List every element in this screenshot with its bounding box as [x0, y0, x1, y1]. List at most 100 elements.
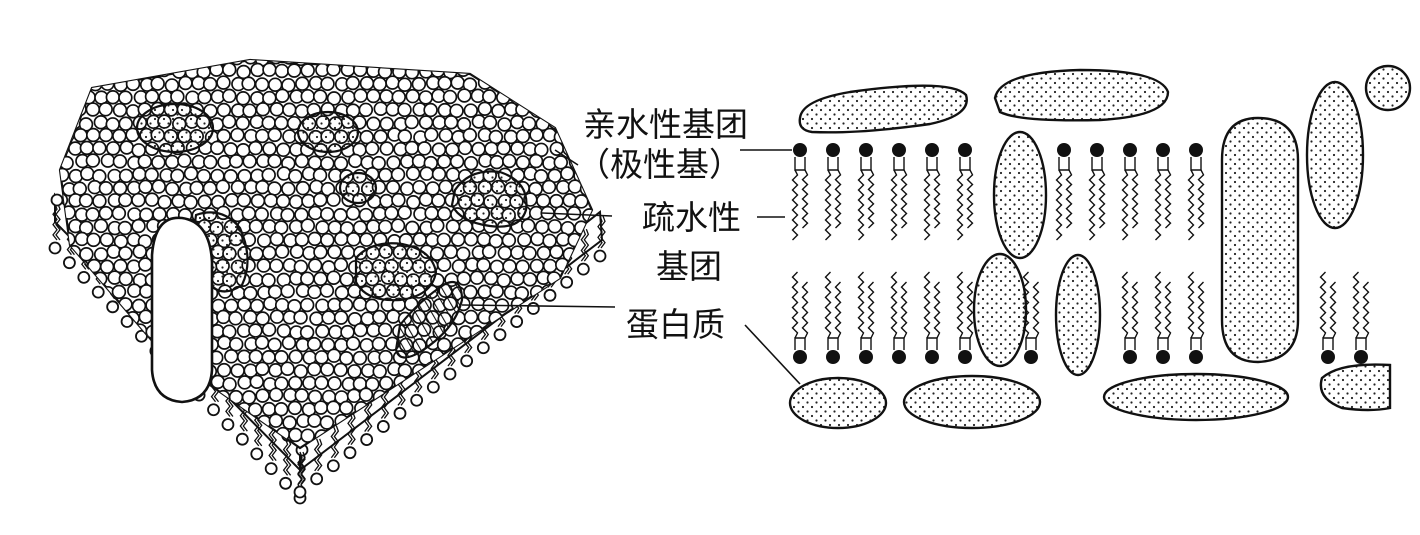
polar-head: [267, 153, 282, 169]
polar-head: [237, 297, 252, 312]
polar-head: [384, 60, 400, 65]
polar-head: [925, 350, 939, 364]
polar-head: [489, 154, 505, 170]
lipid-tail: [827, 157, 839, 171]
polar-head: [596, 391, 609, 404]
lipid-tail: [363, 399, 370, 432]
polar-head: [319, 415, 335, 430]
lipid-tail: [860, 337, 872, 350]
polar-head: [892, 143, 906, 157]
polar-head: [333, 156, 349, 171]
polar-head: [562, 64, 577, 79]
polar-head: [482, 115, 498, 130]
polar-head: [294, 388, 309, 403]
polar-head: [243, 286, 258, 301]
polar-head: [510, 245, 525, 260]
polar-head: [601, 65, 614, 78]
polar-head: [112, 415, 128, 430]
polar-head: [72, 284, 87, 299]
polar-head: [541, 337, 556, 353]
polar-head: [553, 309, 568, 325]
polar-head: [137, 154, 153, 169]
polar-head: [202, 60, 218, 66]
polar-head: [144, 428, 159, 443]
polar-head: [376, 420, 390, 433]
polar-head: [288, 169, 303, 184]
polar-head: [313, 244, 328, 260]
polar-head: [300, 218, 316, 233]
leader-line: [554, 149, 579, 166]
polar-head: [573, 375, 588, 391]
polar-head: [341, 90, 356, 105]
polar-head: [117, 220, 133, 236]
lipid-tail: [890, 169, 898, 241]
polar-head: [541, 311, 556, 327]
polar-head: [261, 273, 276, 288]
polar-head: [378, 167, 393, 183]
polar-head: [483, 270, 499, 286]
lipid-tail: [933, 169, 941, 229]
lipid-tail: [1157, 337, 1169, 350]
polar-head: [254, 77, 270, 92]
polar-head: [111, 206, 127, 221]
polar-head: [85, 127, 101, 143]
polar-head: [261, 401, 277, 417]
polar-head: [132, 166, 147, 182]
polar-head: [280, 207, 295, 223]
polar-head: [346, 60, 362, 65]
lipid-tail: [1190, 157, 1202, 171]
polar-head: [534, 348, 549, 364]
lipid-tail: [600, 215, 606, 249]
lipid-tail: [956, 271, 964, 339]
lipid-tail: [1032, 281, 1040, 339]
polar-head: [536, 245, 552, 261]
polar-head: [353, 88, 368, 103]
polar-head: [60, 283, 63, 299]
polar-head: [411, 153, 427, 169]
lipid-tail: [1058, 157, 1070, 171]
lipid-tail: [794, 157, 806, 171]
polar-head: [79, 140, 95, 156]
polar-head: [295, 76, 310, 91]
polar-head: [548, 428, 564, 443]
polar-head: [87, 336, 103, 352]
polar-head: [301, 193, 316, 209]
polar-head: [436, 206, 452, 222]
polar-head: [313, 271, 328, 287]
polar-head: [359, 232, 374, 247]
polar-head: [572, 89, 588, 104]
polar-head: [98, 180, 114, 196]
lipid-tail: [55, 203, 61, 241]
lipid-tail: [867, 281, 875, 339]
polar-head: [276, 323, 292, 339]
polar-head: [542, 102, 558, 117]
polar-head: [224, 192, 240, 208]
polar-head: [379, 141, 394, 156]
polar-head: [125, 415, 141, 431]
hatched-protein: [394, 280, 464, 359]
polar-head: [93, 349, 109, 364]
polar-head: [289, 244, 305, 259]
polar-head: [543, 288, 557, 302]
polar-head: [567, 390, 582, 405]
polar-head: [529, 415, 545, 430]
polar-head: [197, 194, 213, 210]
polar-head: [475, 387, 491, 402]
polar-head: [463, 60, 479, 67]
polar-head: [60, 349, 70, 365]
polar-head: [614, 195, 627, 208]
polar-head: [509, 428, 525, 443]
polar-head: [77, 271, 91, 284]
polar-head: [530, 231, 545, 247]
polar-head: [501, 388, 516, 403]
polar-head: [594, 51, 607, 64]
polar-head: [450, 75, 465, 90]
polar-head: [359, 129, 374, 145]
lipid-tail: [1154, 271, 1162, 339]
polar-head: [151, 179, 167, 194]
polar-head: [476, 60, 492, 66]
polar-head: [431, 193, 446, 208]
polar-head: [562, 428, 577, 444]
polar-head: [263, 193, 279, 208]
polar-head: [171, 427, 187, 443]
